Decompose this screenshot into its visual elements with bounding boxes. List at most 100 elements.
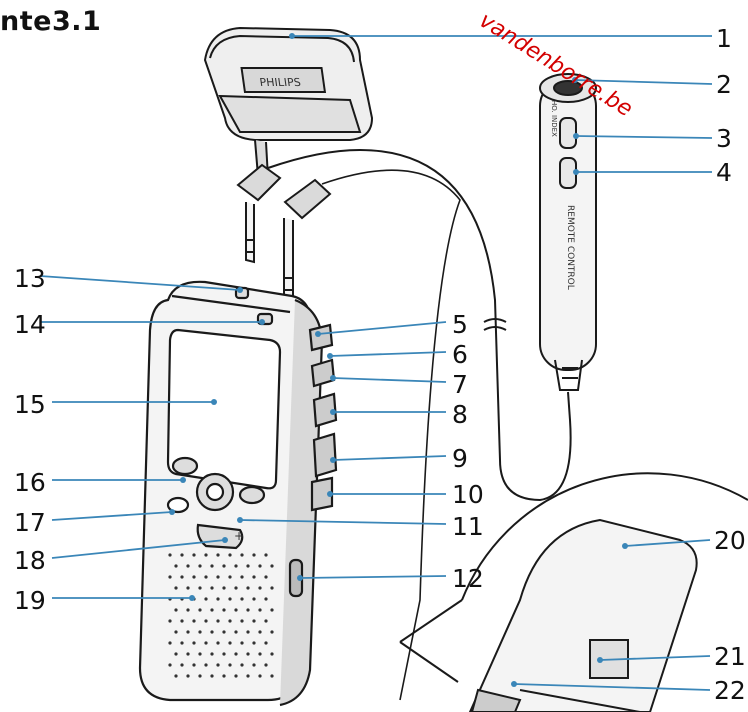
leader-dot-10 <box>327 491 333 497</box>
leader-dot-17 <box>169 509 175 515</box>
grille-dot <box>264 597 268 601</box>
remote-control: HO. INDEX REMOTE CONTROL <box>539 73 597 391</box>
grille-dot <box>198 630 202 634</box>
grille-dot <box>168 619 172 623</box>
leader-dot-11 <box>237 517 243 523</box>
leader-dot-16 <box>180 477 186 483</box>
grille-dot <box>252 641 256 645</box>
leader-line-22 <box>513 683 711 691</box>
grille-dot <box>210 674 214 678</box>
grille-dot <box>258 586 262 590</box>
grille-dot <box>258 652 262 656</box>
grille-dot <box>246 674 250 678</box>
grille-dot <box>246 652 250 656</box>
leader-dot-19 <box>189 595 195 601</box>
grille-dot <box>246 630 250 634</box>
leader-line-13 <box>39 275 241 291</box>
leader-dot-7 <box>330 375 336 381</box>
grille-dot <box>192 663 196 667</box>
grille-dot <box>204 575 208 579</box>
grille-dot <box>204 663 208 667</box>
grille-dot <box>240 619 244 623</box>
grille-dot <box>264 619 268 623</box>
callout-label-20: 20 <box>714 526 746 555</box>
grille-dot <box>198 674 202 678</box>
callout-label-6: 6 <box>452 340 468 369</box>
grille-dot <box>180 663 184 667</box>
leader-dot-6 <box>327 353 333 359</box>
leader-dot-4 <box>573 169 579 175</box>
leader-line-3 <box>575 135 713 139</box>
grille-dot <box>258 608 262 612</box>
callout-label-2: 2 <box>716 70 732 99</box>
callout-label-3: 3 <box>716 124 732 153</box>
grille-dot <box>264 575 268 579</box>
callout-label-7: 7 <box>452 370 468 399</box>
grille-dot <box>252 663 256 667</box>
grille-dot <box>270 674 274 678</box>
callout-label-15: 15 <box>14 390 46 419</box>
grille-dot <box>192 619 196 623</box>
callout-label-18: 18 <box>14 546 46 575</box>
grille-dot <box>246 586 250 590</box>
grille-dot <box>180 619 184 623</box>
leader-line-6 <box>329 351 447 357</box>
grille-dot <box>216 663 220 667</box>
grille-dot <box>240 553 244 557</box>
grille-dot <box>234 586 238 590</box>
grille-dot <box>174 586 178 590</box>
grille-dot <box>222 564 226 568</box>
recorder-body: + <box>138 280 338 707</box>
leader-dot-18 <box>222 537 228 543</box>
grille-dot <box>228 597 232 601</box>
leader-dot-12 <box>297 575 303 581</box>
callout-label-4: 4 <box>716 158 732 187</box>
grille-dot <box>168 553 172 557</box>
grille-dot <box>198 652 202 656</box>
grille-dot <box>174 652 178 656</box>
leader-dot-8 <box>330 409 336 415</box>
grille-dot <box>168 663 172 667</box>
leader-line-20 <box>624 539 711 547</box>
grille-dot <box>228 663 232 667</box>
grille-dot <box>228 619 232 623</box>
grille-dot <box>252 619 256 623</box>
grille-dot <box>264 663 268 667</box>
grille-dot <box>180 553 184 557</box>
leader-dot-15 <box>211 399 217 405</box>
callout-label-1: 1 <box>716 24 732 53</box>
leader-line-7 <box>332 377 447 383</box>
grille-dot <box>270 652 274 656</box>
leader-dot-13 <box>237 287 243 293</box>
callout-label-11: 11 <box>452 512 484 541</box>
grille-dot <box>216 641 220 645</box>
grille-dot <box>246 608 250 612</box>
leader-dot-3 <box>573 133 579 139</box>
remote-key-label: HO. INDEX <box>550 100 558 137</box>
speaker-grille <box>168 553 274 678</box>
grille-dot <box>222 652 226 656</box>
grille-dot <box>258 630 262 634</box>
leader-dot-2 <box>572 77 578 83</box>
grille-dot <box>252 597 256 601</box>
callout-label-21: 21 <box>714 642 746 671</box>
grille-dot <box>222 630 226 634</box>
leader-dot-22 <box>511 681 517 687</box>
leader-dot-20 <box>622 543 628 549</box>
leader-line-21 <box>599 655 711 661</box>
grille-dot <box>252 553 256 557</box>
grille-dot <box>204 619 208 623</box>
grille-dot <box>246 564 250 568</box>
grille-dot <box>222 674 226 678</box>
grille-dot <box>240 641 244 645</box>
grille-dot <box>270 608 274 612</box>
grille-dot <box>222 586 226 590</box>
leader-dot-5 <box>315 331 321 337</box>
grille-dot <box>210 586 214 590</box>
leader-dot-9 <box>330 457 336 463</box>
grille-dot <box>234 608 238 612</box>
grille-dot <box>264 641 268 645</box>
grille-dot <box>216 575 220 579</box>
callout-label-13: 13 <box>14 264 46 293</box>
grille-dot <box>186 564 190 568</box>
